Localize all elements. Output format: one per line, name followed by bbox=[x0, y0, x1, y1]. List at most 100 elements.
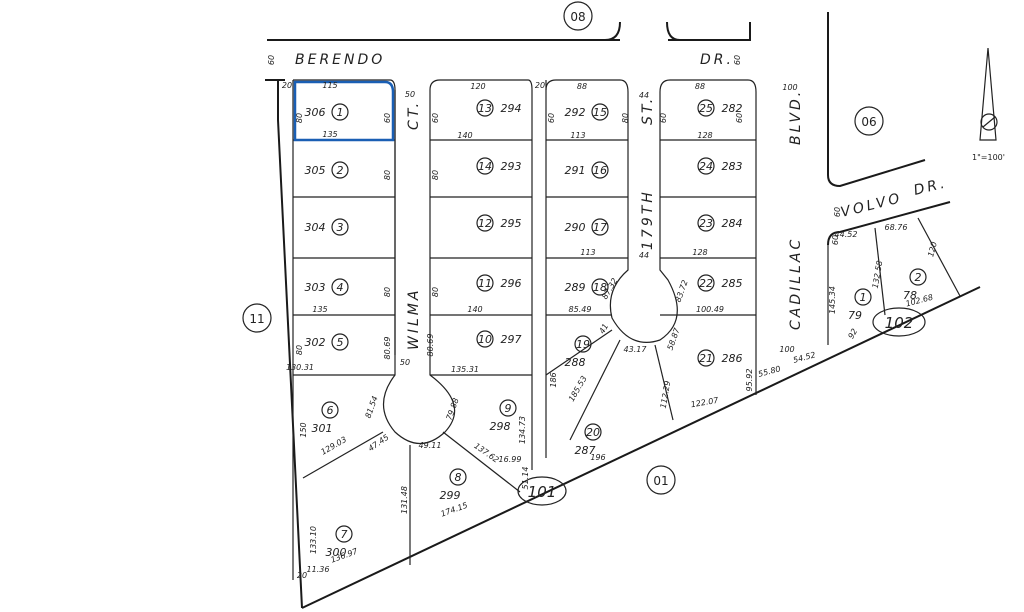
lot-number: 6 bbox=[327, 404, 334, 417]
lot-number: 10 bbox=[478, 333, 492, 346]
dimension-label: 16.99 bbox=[499, 455, 522, 464]
dimension-label: 137.62 bbox=[472, 441, 500, 464]
lot-number: 1 bbox=[860, 291, 867, 304]
svg-text:01: 01 bbox=[653, 474, 668, 488]
dimension-label: 80 bbox=[621, 113, 630, 123]
selected-parcel-highlight[interactable] bbox=[293, 80, 395, 142]
street-179th: 179TH bbox=[640, 189, 656, 250]
dimension-label: 50 bbox=[405, 90, 415, 99]
parcel-number: 282 bbox=[722, 102, 743, 115]
map-scale: 1"=100' bbox=[972, 153, 1005, 162]
dimension-label: 60 bbox=[833, 207, 842, 217]
dimension-label: 131.48 bbox=[400, 486, 409, 514]
block-06-marker: 06 bbox=[854, 106, 884, 136]
lot-number: 15 bbox=[593, 106, 607, 119]
dimension-label: 120 bbox=[926, 241, 939, 258]
lot-number: 2 bbox=[915, 271, 922, 284]
dimension-label: 130.31 bbox=[286, 363, 314, 372]
lot-number: 2 bbox=[337, 164, 344, 177]
dimension-label: 88 bbox=[577, 82, 587, 91]
dimension-label: 20 bbox=[535, 81, 545, 90]
lot-divider bbox=[569, 339, 621, 441]
dimension-label: 134.73 bbox=[518, 416, 527, 444]
dimension-label: 80 bbox=[383, 287, 392, 297]
dimension-label: 44 bbox=[639, 251, 649, 260]
svg-text:06: 06 bbox=[861, 115, 876, 129]
dimension-label: 133.10 bbox=[309, 526, 318, 554]
lot-label[interactable]: 278 bbox=[903, 268, 927, 302]
parcel-number: 292 bbox=[565, 106, 586, 119]
lot-label[interactable]: 179 bbox=[848, 288, 872, 322]
street-blvd: BLVD. bbox=[788, 89, 804, 145]
block-11-marker: 11 bbox=[242, 303, 272, 333]
parcel-number: 287 bbox=[575, 444, 596, 457]
lot-number: 14 bbox=[478, 160, 492, 173]
lot-label[interactable]: 14 293 bbox=[476, 157, 522, 175]
dimension-label: 129.03 bbox=[319, 435, 348, 457]
lot-number: 13 bbox=[478, 102, 492, 115]
lot-divider bbox=[917, 217, 961, 297]
lot-label[interactable]: 15 292 bbox=[565, 103, 609, 121]
parcel-number: 290 bbox=[565, 221, 586, 234]
dimension-label: 145.34 bbox=[828, 286, 837, 314]
tract-102-marker: 102 bbox=[872, 307, 926, 337]
block-08-marker: 08 bbox=[563, 1, 593, 31]
dimension-label: 92 bbox=[846, 327, 859, 340]
parcel-number: 295 bbox=[501, 217, 522, 230]
street-berendo-dr: DR. bbox=[700, 52, 734, 68]
parcel-number: 293 bbox=[501, 160, 522, 173]
dimension-label: 58.87 bbox=[666, 326, 683, 351]
dimension-label: 186 bbox=[549, 372, 558, 387]
dimension-label: 120 bbox=[470, 82, 485, 91]
dimension-label: 60 bbox=[547, 113, 556, 123]
svg-text:101: 101 bbox=[528, 483, 557, 501]
parcel-number: 300 bbox=[326, 546, 347, 559]
dimension-label: 54.52 bbox=[792, 350, 816, 365]
dimension-label: 43.17 bbox=[624, 345, 648, 354]
parcel-number: 303 bbox=[305, 281, 326, 294]
road-curve-2 bbox=[666, 21, 681, 41]
dimension-label: 135.31 bbox=[451, 365, 479, 374]
lot-number: 4 bbox=[337, 281, 344, 294]
dimension-label: 60 bbox=[831, 235, 840, 245]
lot-number: 8 bbox=[455, 471, 462, 484]
dimension-label: 135 bbox=[312, 305, 327, 314]
lot-label[interactable]: 4 303 bbox=[305, 278, 349, 296]
dimension-label: 100 bbox=[782, 83, 797, 92]
dimension-label: 113 bbox=[570, 131, 585, 140]
tract-101-marker: 101 bbox=[517, 476, 567, 506]
lot-number: 9 bbox=[505, 402, 512, 415]
street-st: ST. bbox=[640, 96, 656, 125]
parcel-number: 286 bbox=[722, 352, 743, 365]
dimension-label: 115 bbox=[322, 81, 337, 90]
dimension-label: 122.07 bbox=[690, 396, 720, 410]
lot-number: 22 bbox=[699, 277, 713, 290]
lot-divider bbox=[874, 227, 886, 316]
parcel-number: 288 bbox=[565, 356, 586, 369]
svg-text:11: 11 bbox=[249, 312, 264, 326]
lot-number: 24 bbox=[699, 160, 713, 173]
